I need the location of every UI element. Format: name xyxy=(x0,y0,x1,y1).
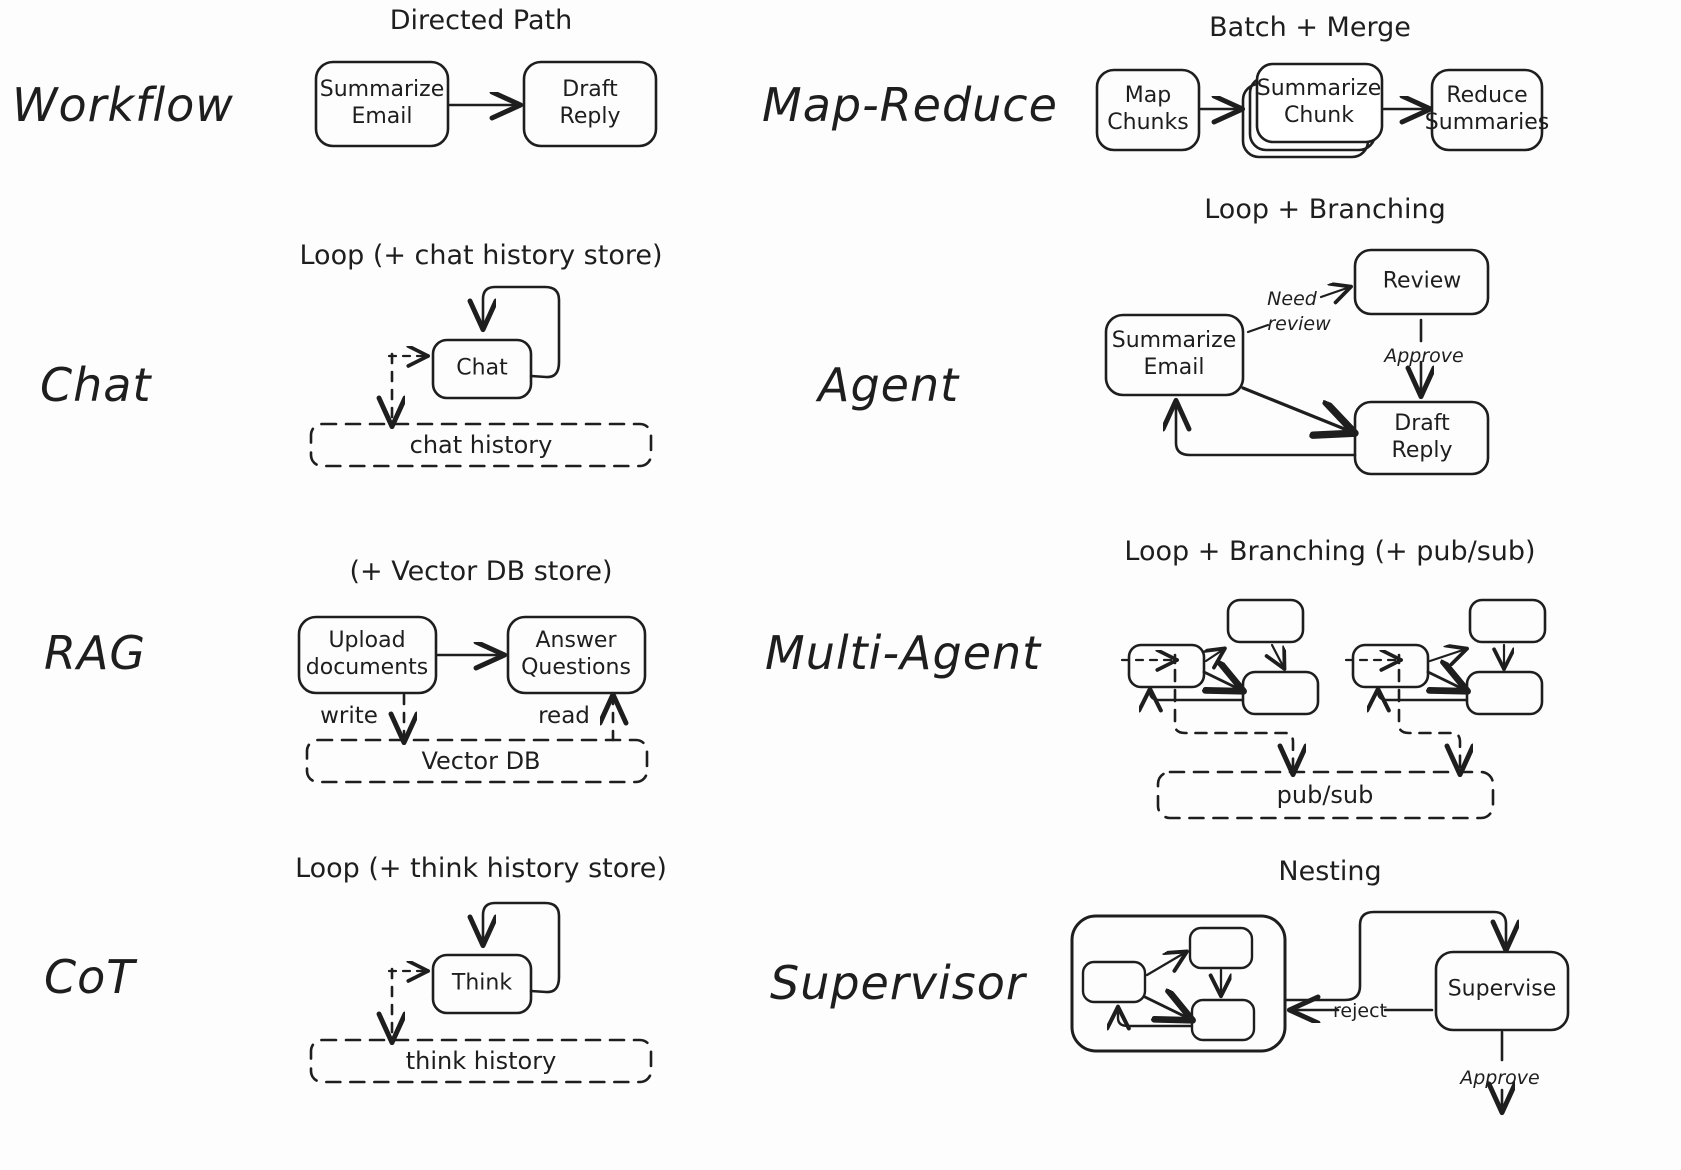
node-label-supervise: Supervise xyxy=(1447,976,1557,1002)
loop-back-arrow xyxy=(1378,690,1469,700)
edge-label-need: Need xyxy=(1267,288,1317,310)
row-label-chat: Chat xyxy=(40,358,152,412)
edge-label-approve-supervisor: Approve xyxy=(1460,1067,1540,1089)
edge-label-review: review xyxy=(1267,313,1331,335)
row-label-workflow: Workflow xyxy=(12,78,234,132)
node-box xyxy=(1468,598,1547,644)
node-box xyxy=(506,615,647,695)
edge-label-reject: reject xyxy=(1333,1000,1387,1022)
node-box xyxy=(1353,400,1490,476)
self-loop xyxy=(483,901,561,994)
caption-cot: Loop (+ think history store) xyxy=(295,853,667,884)
caption-rag: (+ Vector DB store) xyxy=(349,556,613,587)
loop-back-arrow xyxy=(1176,403,1357,457)
node-box xyxy=(1351,643,1430,689)
edge-arrow xyxy=(1145,952,1186,977)
store-label-pubsub: pub/sub xyxy=(1276,781,1374,809)
node-box xyxy=(522,60,658,148)
nesting-container xyxy=(1070,914,1287,1053)
row-label-agent: Agent xyxy=(818,358,960,412)
node-label-reduce-summaries: Reduce Summaries xyxy=(1424,83,1550,135)
node-label-agent-summarize-email: Summarize Email xyxy=(1111,328,1237,380)
branch-arrow xyxy=(1319,287,1350,297)
dashed-bus xyxy=(1173,653,1293,772)
node-box xyxy=(1434,950,1570,1032)
caption-workflow: Directed Path xyxy=(389,5,573,36)
node-label-draft-reply: Draft Reply xyxy=(559,77,621,129)
node-box xyxy=(1226,598,1305,644)
node-box xyxy=(1188,926,1254,970)
edge-arrow xyxy=(1204,672,1241,690)
escalate-arrow xyxy=(1283,910,1506,1002)
edge-arrow xyxy=(1206,649,1224,661)
node-box-stack-back xyxy=(1241,82,1370,159)
node-box xyxy=(431,953,533,1015)
node-box xyxy=(1190,998,1256,1042)
self-loop xyxy=(483,285,561,379)
caption-supervisor: Nesting xyxy=(1278,856,1382,887)
caption-map-reduce: Batch + Merge xyxy=(1209,12,1411,43)
node-box xyxy=(1241,670,1320,716)
dashed-bus xyxy=(1397,653,1460,772)
store-label-chat-history: chat history xyxy=(409,431,553,459)
caption-chat: Loop (+ chat history store) xyxy=(299,240,663,271)
node-label-map-chunks: Map Chunks xyxy=(1107,83,1189,135)
node-label-summarize-chunk: Summarize Chunk xyxy=(1256,76,1382,128)
edge-arrow xyxy=(1241,386,1352,432)
node-label-answer-questions: Answer Questions xyxy=(521,628,631,680)
node-box xyxy=(1095,68,1201,152)
edge-arrow xyxy=(1272,643,1284,668)
node-box xyxy=(1127,643,1206,689)
node-box xyxy=(431,338,533,400)
node-box xyxy=(1353,248,1490,316)
node-box xyxy=(1465,670,1544,716)
node-label-summarize-email: Summarize Email xyxy=(319,77,445,129)
row-label-supervisor: Supervisor xyxy=(770,956,1026,1010)
caption-multi-agent: Loop + Branching (+ pub/sub) xyxy=(1124,536,1536,567)
edge-arrow xyxy=(1428,649,1466,661)
node-box xyxy=(297,615,438,695)
edge-label-write: write xyxy=(320,703,378,729)
loop-back-arrow xyxy=(1150,690,1245,700)
store-label-think-history: think history xyxy=(405,1047,557,1075)
node-box-stack-mid xyxy=(1248,75,1377,152)
branch-arrow xyxy=(1246,323,1270,334)
row-label-rag: RAG xyxy=(44,626,147,680)
node-label-think: Think xyxy=(451,970,513,996)
store-label-vector-db: Vector DB xyxy=(421,747,541,775)
row-label-multi-agent: Multi-Agent xyxy=(765,626,1042,680)
node-box xyxy=(314,60,450,148)
node-label-review: Review xyxy=(1382,268,1462,294)
edge-arrow xyxy=(1428,672,1465,690)
node-label-agent-draft-reply: Draft Reply xyxy=(1391,411,1453,463)
node-box xyxy=(1081,960,1147,1004)
row-label-map-reduce: Map-Reduce xyxy=(762,78,1058,132)
caption-agent: Loop + Branching xyxy=(1204,194,1446,225)
row-label-cot: CoT xyxy=(44,950,136,1004)
loop-back-arrow xyxy=(1118,1008,1194,1026)
node-box xyxy=(1104,313,1245,397)
node-label-upload-documents: Upload documents xyxy=(305,628,429,680)
node-box xyxy=(1430,68,1544,152)
edge-label-read: read xyxy=(538,703,590,729)
node-label-chat: Chat xyxy=(456,355,508,381)
edge-label-approve-agent: Approve xyxy=(1384,345,1464,367)
edge-arrow xyxy=(1143,997,1190,1019)
node-box xyxy=(1255,62,1384,144)
